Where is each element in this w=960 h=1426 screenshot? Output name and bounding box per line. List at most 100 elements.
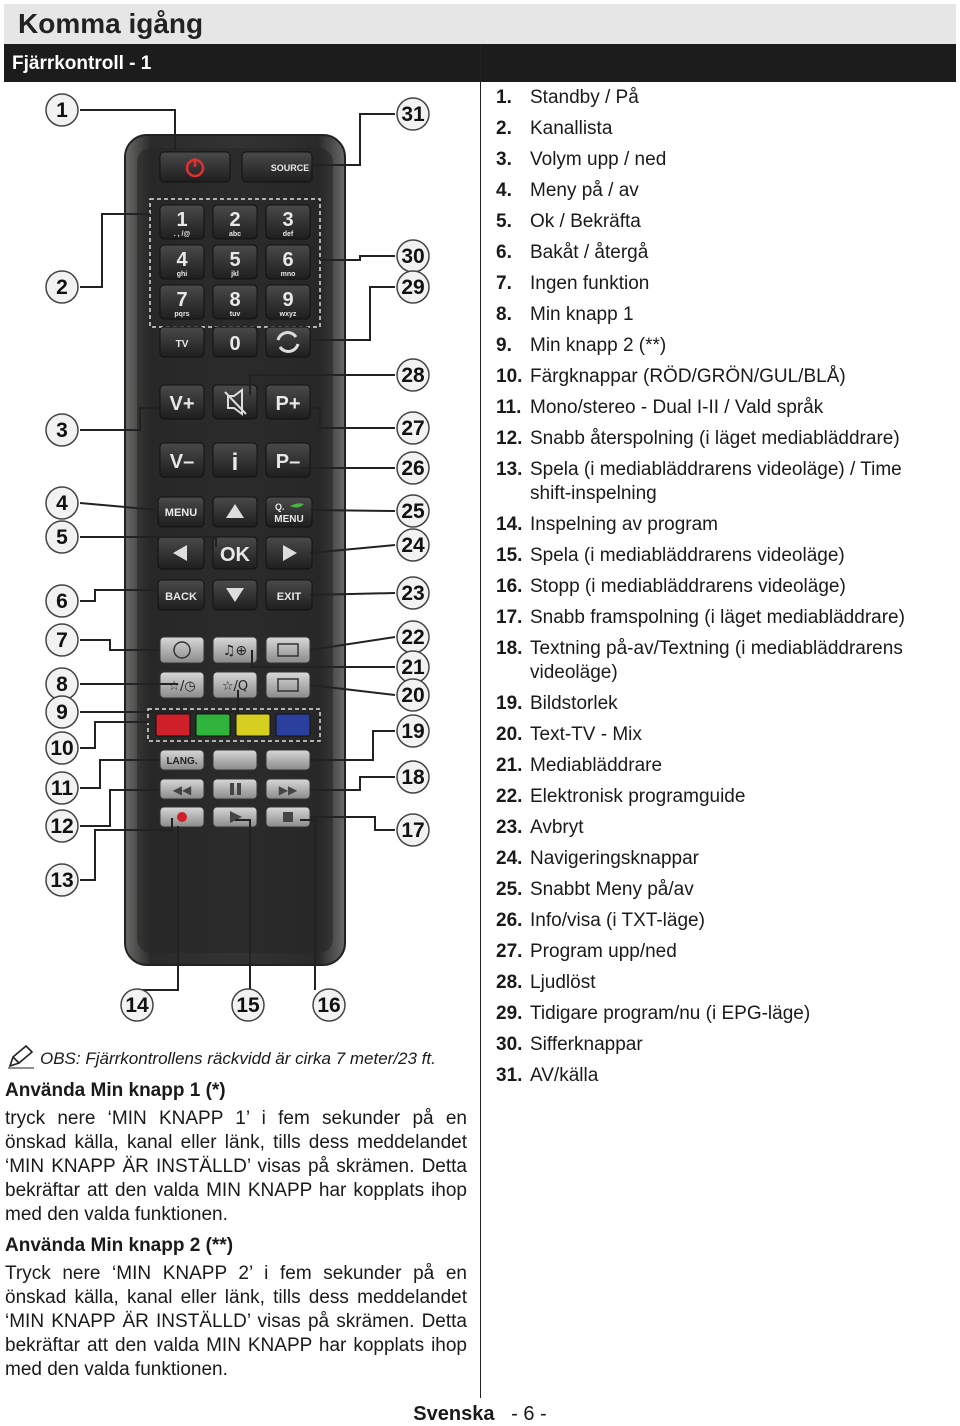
text-tv-key xyxy=(265,671,311,699)
pencil-icon xyxy=(6,1044,36,1075)
callout-number: 13 xyxy=(50,869,73,892)
legend-text: Mono/stereo - Dual I-II / Vald språk xyxy=(530,397,824,418)
legend-text: Snabb återspolning (i läget mediabläddra… xyxy=(530,428,900,449)
digit-label: 3 xyxy=(282,209,293,231)
info-key xyxy=(212,442,258,478)
legend-text: Sifferknappar xyxy=(530,1034,643,1055)
source-key xyxy=(241,151,313,183)
lang-label: LANG. xyxy=(166,756,197,767)
legend-item: 27. Program upp/ned xyxy=(496,940,946,964)
legend-item: 18.Textning på-av/Textning (i mediablädd… xyxy=(496,637,946,685)
color-key xyxy=(275,713,311,737)
callout-circle xyxy=(396,576,430,610)
svg-text:▶▶: ▶▶ xyxy=(279,783,298,797)
callout-number: 16 xyxy=(317,994,340,1017)
legend-text: Textning på-av/Textning (i mediabläddrar… xyxy=(530,638,903,683)
legend-item: 29.Tidigare program/nu (i EPG-läge) xyxy=(496,1002,946,1026)
legend-item: 7.Ingen funktion xyxy=(496,272,946,296)
footer-page: - 6 - xyxy=(511,1403,547,1425)
legend-item: 31. AV/källa xyxy=(496,1064,946,1088)
legend-number: 10. xyxy=(496,366,523,387)
color-key xyxy=(235,713,271,737)
callout-circle xyxy=(396,97,430,131)
digit-key xyxy=(159,204,205,240)
legend-item: 1.Standby / På xyxy=(496,86,946,110)
legend-number: 13. xyxy=(496,459,523,480)
legend-item: 14.Inspelning av program xyxy=(496,513,946,537)
legend-item: 13.Spela (i mediabläddrarens videoläge) … xyxy=(496,458,946,506)
legend-number: 22. xyxy=(496,786,523,807)
callout-number: 27 xyxy=(401,417,424,440)
callout-number: 2 xyxy=(56,276,68,299)
legend-item: 22.Elektronisk programguide xyxy=(496,785,946,809)
legend-text: Stopp (i mediabläddrarens videoläge) xyxy=(530,576,846,597)
note-text: OBS: Fjärrkontrollens räckvidd är cirka … xyxy=(40,1048,436,1068)
legend-text: Volym upp / ned xyxy=(530,149,667,170)
legend-item: 28.Ljudlöst xyxy=(496,971,946,995)
legend-item: 21.Mediabläddrare xyxy=(496,754,946,778)
legend-number: 31. xyxy=(496,1065,523,1086)
legend-text: Navigeringsknappar xyxy=(530,848,699,869)
legend-item: 24.Navigeringsknappar xyxy=(496,847,946,871)
legend-number: 16. xyxy=(496,576,523,597)
remote-svg: SOURCE 1. , /@2abc3def4ghi5jkl6mno7pqrs8… xyxy=(45,93,430,1022)
digit-letters: ghi xyxy=(177,271,188,278)
legend-text: Text-TV - Mix xyxy=(530,724,642,745)
legend-number: 1. xyxy=(496,87,512,108)
legend-text: Meny på / av xyxy=(530,180,639,201)
legend-item: 25.Snabbt Meny på/av xyxy=(496,878,946,902)
legend-item: 19.Bildstorlek xyxy=(496,692,946,716)
vol-up-label: V+ xyxy=(169,393,194,415)
legend-item: 15.Spela (i mediabläddrarens videoläge) xyxy=(496,544,946,568)
qmenu-q-label: Q. xyxy=(275,502,285,512)
callout-number: 20 xyxy=(401,684,424,707)
color-keys xyxy=(155,713,311,737)
zero-key xyxy=(212,326,258,358)
callout-circle xyxy=(231,988,265,1022)
callout-number: 30 xyxy=(401,245,424,268)
legend-text: Min knapp 2 (**) xyxy=(530,335,667,356)
legend-item: 16. Stopp (i mediabläddrarens videoläge) xyxy=(496,575,946,599)
callout-number: 9 xyxy=(56,701,68,724)
legend-text: AV/källa xyxy=(530,1065,599,1086)
legend-number: 23. xyxy=(496,817,523,838)
legend-number: 17. xyxy=(496,607,523,628)
digit-key xyxy=(212,284,258,320)
digit-key xyxy=(159,244,205,280)
legend-text: Inspelning av program xyxy=(530,514,718,535)
callout-number: 12 xyxy=(50,815,73,838)
column-divider xyxy=(480,44,481,1398)
callout-circle xyxy=(45,863,79,897)
callout-number: 29 xyxy=(401,276,424,299)
digit-letters: wxyz xyxy=(279,311,297,318)
legend-number: 3. xyxy=(496,149,512,170)
callout-number: 10 xyxy=(50,737,73,760)
callout-circle xyxy=(396,358,430,392)
callout-circle xyxy=(45,771,79,805)
callout-number: 18 xyxy=(401,766,425,789)
callout-circle xyxy=(45,413,79,447)
callout-circle xyxy=(396,714,430,748)
callout-circle xyxy=(396,813,430,847)
callout-circle xyxy=(312,988,346,1022)
svg-text:☆/◷: ☆/◷ xyxy=(168,679,195,694)
callout-circle xyxy=(45,809,79,843)
callout-number: 6 xyxy=(56,590,68,613)
legend-text: Info/visa (i TXT-läge) xyxy=(530,910,705,931)
legend-number: 27. xyxy=(496,941,523,962)
section1-text: tryck nere ‘MIN KNAPP 1’ i fem sekunder … xyxy=(5,1108,467,1225)
callout-number: 23 xyxy=(401,582,424,605)
swap-key xyxy=(265,326,311,358)
range-note: OBS: Fjärrkontrollens räckvidd är cirka … xyxy=(6,1044,436,1075)
legend-text: Program upp/ned xyxy=(530,941,677,962)
callout-number: 28 xyxy=(401,364,425,387)
page-header: Komma igång xyxy=(4,4,956,44)
prog-down-key xyxy=(265,442,311,478)
ok-key xyxy=(212,536,258,570)
legend-item: 2.Kanallista xyxy=(496,117,946,141)
internet-key xyxy=(159,636,205,664)
digit-letters: tuv xyxy=(230,311,241,318)
legend-text: Avbryt xyxy=(530,817,584,838)
callout-number: 24 xyxy=(401,534,425,557)
